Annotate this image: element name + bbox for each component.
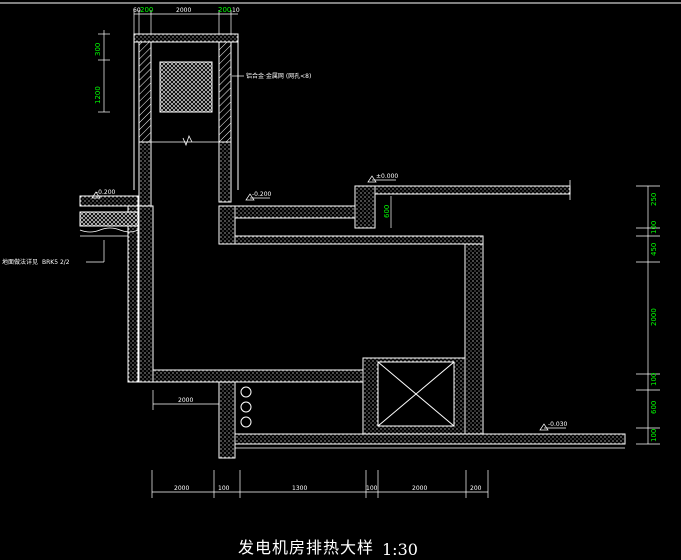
dim-bottom-2: 1300	[292, 485, 307, 492]
dim-bottom-1: 100	[218, 485, 230, 492]
elevation-upper-left: -0.200	[96, 189, 116, 196]
dim-top-1: 200	[140, 6, 153, 14]
dim-inner-2000: 2000	[178, 397, 193, 404]
dim-bottom-5: 200	[470, 485, 482, 492]
dim-bottom-4: 2000	[412, 485, 427, 492]
dim-top-3: 200	[218, 6, 231, 14]
left-wall	[79, 195, 154, 383]
shaft	[133, 33, 239, 213]
dim-top-4: 10	[232, 7, 240, 14]
dim-inner-600: 600	[383, 205, 391, 218]
dim-right-5: 600	[650, 401, 658, 414]
drawing-scale: 1:30	[382, 540, 418, 559]
elevation-bottom-right: -0.030	[548, 421, 568, 428]
dim-top-2: 2000	[176, 7, 191, 14]
drawing-title: 发电机房排热大样	[238, 538, 375, 557]
upper-duct	[218, 180, 571, 245]
dim-right-1: 100	[650, 221, 658, 234]
dimension-lines	[86, 10, 660, 498]
elevation-upper-mid: -0.200	[252, 191, 272, 198]
dim-left-0: 300	[94, 43, 102, 56]
dim-right-0: 250	[650, 193, 658, 206]
elevation-top-right: ±0.000	[376, 173, 398, 180]
louver-note: 铝合金·金属网 (网孔<8)	[246, 72, 311, 80]
louver-grille	[159, 61, 213, 113]
dim-right-2: 450	[650, 243, 658, 256]
dim-right-3: 2000	[650, 308, 658, 326]
wall-note: 地面做法详见	[2, 258, 38, 266]
drawing-texts: 60 200 2000 200 10 300 1200 250 100 450 …	[2, 6, 658, 492]
dim-left-1: 1200	[94, 86, 102, 104]
dim-bottom-0: 2000	[174, 485, 189, 492]
room	[128, 243, 626, 459]
dim-bottom-3: 100	[366, 485, 378, 492]
dim-right-6: 100	[650, 429, 658, 442]
dim-top-0: 60	[133, 7, 141, 14]
dim-right-4: 100	[650, 373, 658, 386]
wall-note-ref: BRK5 2/2	[42, 259, 70, 266]
